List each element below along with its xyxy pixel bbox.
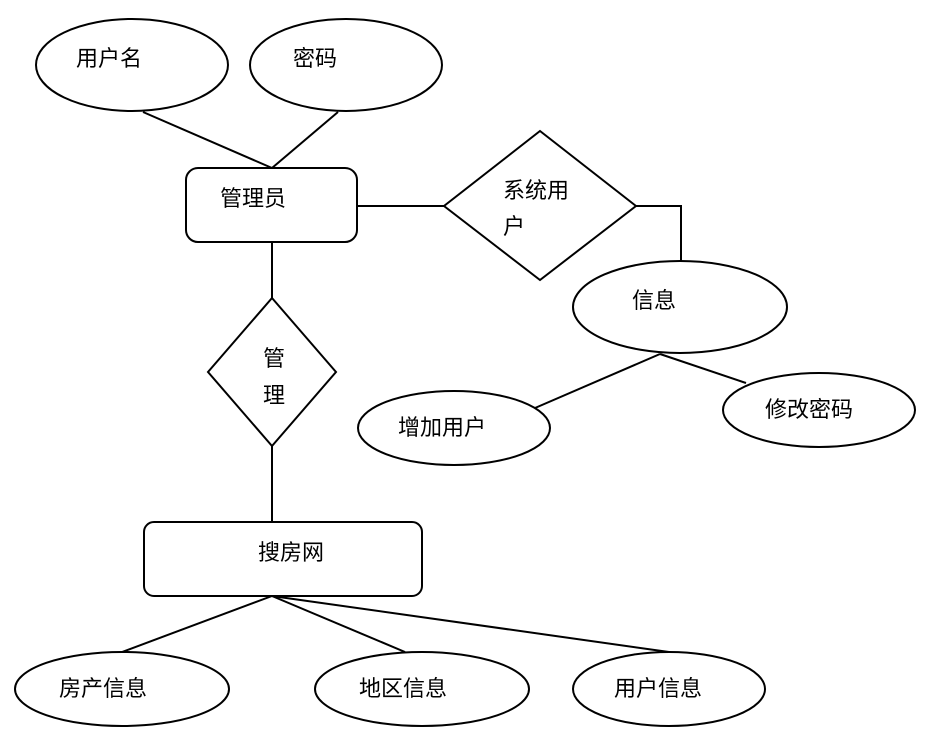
relationship-system-user-line2: 户 [503, 215, 525, 240]
attribute-change-password-label: 修改密码 [765, 398, 853, 423]
attribute-add-user-label: 增加用户 [398, 416, 486, 441]
attribute-info [572, 260, 788, 354]
edge-password-admin [271, 111, 339, 169]
attribute-add-user [357, 390, 551, 466]
attribute-user-info [572, 651, 766, 727]
relationship-manage-line2: 理 [263, 384, 285, 409]
attribute-region-info-label: 地区信息 [359, 677, 447, 702]
edge-site-property-info [121, 595, 273, 653]
attribute-change-password [722, 372, 916, 448]
attribute-username [35, 18, 229, 112]
relationship-manage [206, 296, 338, 448]
attribute-username-label: 用户名 [76, 47, 142, 72]
edge-username-admin [142, 111, 273, 169]
entity-site [143, 521, 423, 597]
edge-system-user-info [636, 205, 682, 262]
edge-info-add-user [534, 353, 661, 409]
relationship-system-user [442, 129, 638, 282]
attribute-property-info [14, 651, 230, 727]
entity-admin [185, 167, 358, 243]
attribute-password-label: 密码 [293, 47, 337, 72]
edge-site-region-info [271, 595, 406, 653]
entity-admin-label: 管理员 [220, 187, 286, 212]
attribute-region-info [314, 651, 530, 727]
relationship-manage-line1: 管 [263, 347, 285, 372]
relationship-system-user-line1: 系统用 [503, 179, 569, 204]
entity-site-label: 搜房网 [258, 541, 324, 566]
attribute-property-info-label: 房产信息 [59, 677, 147, 702]
attribute-password [249, 18, 443, 112]
edge-site-user-info [271, 595, 670, 653]
attribute-info-label: 信息 [632, 289, 676, 314]
attribute-user-info-label: 用户信息 [614, 677, 702, 702]
edge-info-change-password [659, 353, 747, 384]
